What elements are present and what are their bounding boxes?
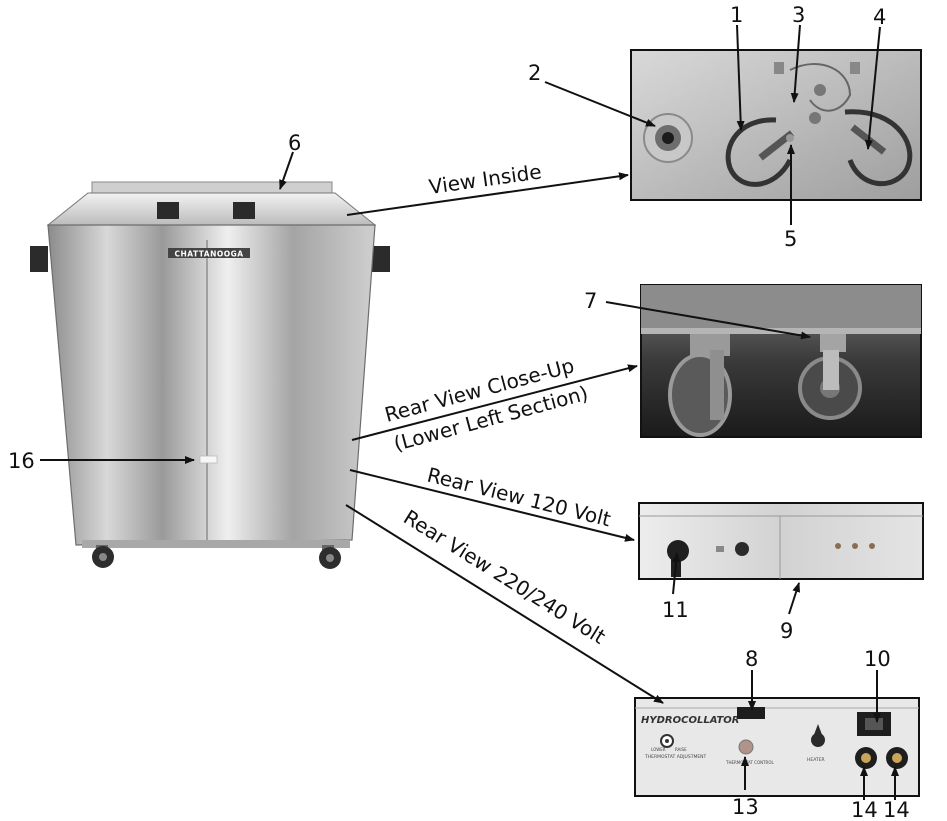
hydrocollator-cabinet: CHATTANOOGA bbox=[30, 181, 390, 569]
number-13: 13 bbox=[732, 795, 759, 819]
panel-lower-label: LOWER bbox=[651, 747, 666, 752]
caster-left bbox=[92, 545, 114, 568]
leader-4 bbox=[864, 26, 881, 150]
cabinet-body bbox=[47, 224, 376, 546]
door-latch bbox=[199, 455, 218, 464]
brand-plate bbox=[168, 248, 250, 258]
lid-handle-left bbox=[157, 202, 179, 219]
caster-right bbox=[319, 545, 341, 569]
thermostat-control-button bbox=[738, 739, 754, 755]
leader-lines bbox=[40, 24, 899, 800]
leader-6 bbox=[279, 151, 294, 190]
leader-7 bbox=[605, 301, 811, 340]
callout-labels: View Inside Rear View Close-Up (Lower Le… bbox=[382, 159, 613, 648]
heating-element-right bbox=[844, 109, 913, 187]
number-14-right: 14 bbox=[883, 798, 910, 821]
photo-view-inside bbox=[630, 49, 922, 201]
number-8: 8 bbox=[745, 647, 758, 671]
callout-numbers: 1 2 3 4 5 6 7 8 9 10 11 13 14 14 16 bbox=[8, 3, 910, 821]
number-4: 4 bbox=[873, 5, 886, 29]
label-rear-120: Rear View 120 Volt bbox=[425, 463, 614, 532]
number-6: 6 bbox=[288, 131, 301, 155]
cabinet-lid bbox=[46, 192, 377, 226]
leader-11 bbox=[672, 552, 681, 595]
number-14-left: 14 bbox=[851, 798, 878, 821]
label-view-inside: View Inside bbox=[427, 159, 543, 199]
leader-rear-120 bbox=[349, 469, 635, 542]
panel-thermostat-label: THERMOSTAT ADJUSTMENT bbox=[644, 754, 707, 760]
leader-1 bbox=[736, 24, 745, 131]
number-10: 10 bbox=[864, 647, 891, 671]
photo-rear-120v bbox=[638, 502, 924, 580]
number-16: 16 bbox=[8, 449, 35, 473]
panel-control-label: THERMOSTAT CONTROL bbox=[725, 760, 774, 765]
leader-9 bbox=[788, 582, 801, 615]
cabinet-base bbox=[82, 540, 350, 548]
photo-rear-220v: HYDROCOLLATOR LOWER RAISE THERMOSTAT ADJ… bbox=[634, 697, 920, 797]
heating-element-left bbox=[725, 117, 793, 187]
number-5: 5 bbox=[784, 227, 797, 251]
number-11: 11 bbox=[662, 598, 689, 622]
number-7: 7 bbox=[584, 289, 597, 313]
rear-120-knob bbox=[735, 542, 749, 556]
panel-raise-label: RAISE bbox=[675, 747, 687, 752]
leader-rear-220 bbox=[345, 504, 664, 704]
leader-2 bbox=[544, 81, 656, 127]
panel-heater-label: HEATER bbox=[807, 757, 825, 763]
panel-product-label: HYDROCOLLATOR bbox=[641, 715, 740, 726]
number-2: 2 bbox=[528, 61, 541, 85]
number-3: 3 bbox=[792, 3, 805, 27]
number-1: 1 bbox=[730, 3, 743, 27]
brand-label: CHATTANOOGA bbox=[174, 250, 243, 259]
leader-rear-closeup bbox=[351, 364, 638, 441]
leader-view-inside bbox=[346, 172, 629, 216]
left-handle bbox=[30, 246, 48, 272]
lid-handle-right bbox=[233, 202, 255, 219]
leader-3 bbox=[790, 24, 801, 103]
number-9: 9 bbox=[780, 619, 793, 643]
temperature-display bbox=[737, 707, 765, 719]
photo-rear-closeup bbox=[640, 284, 922, 438]
